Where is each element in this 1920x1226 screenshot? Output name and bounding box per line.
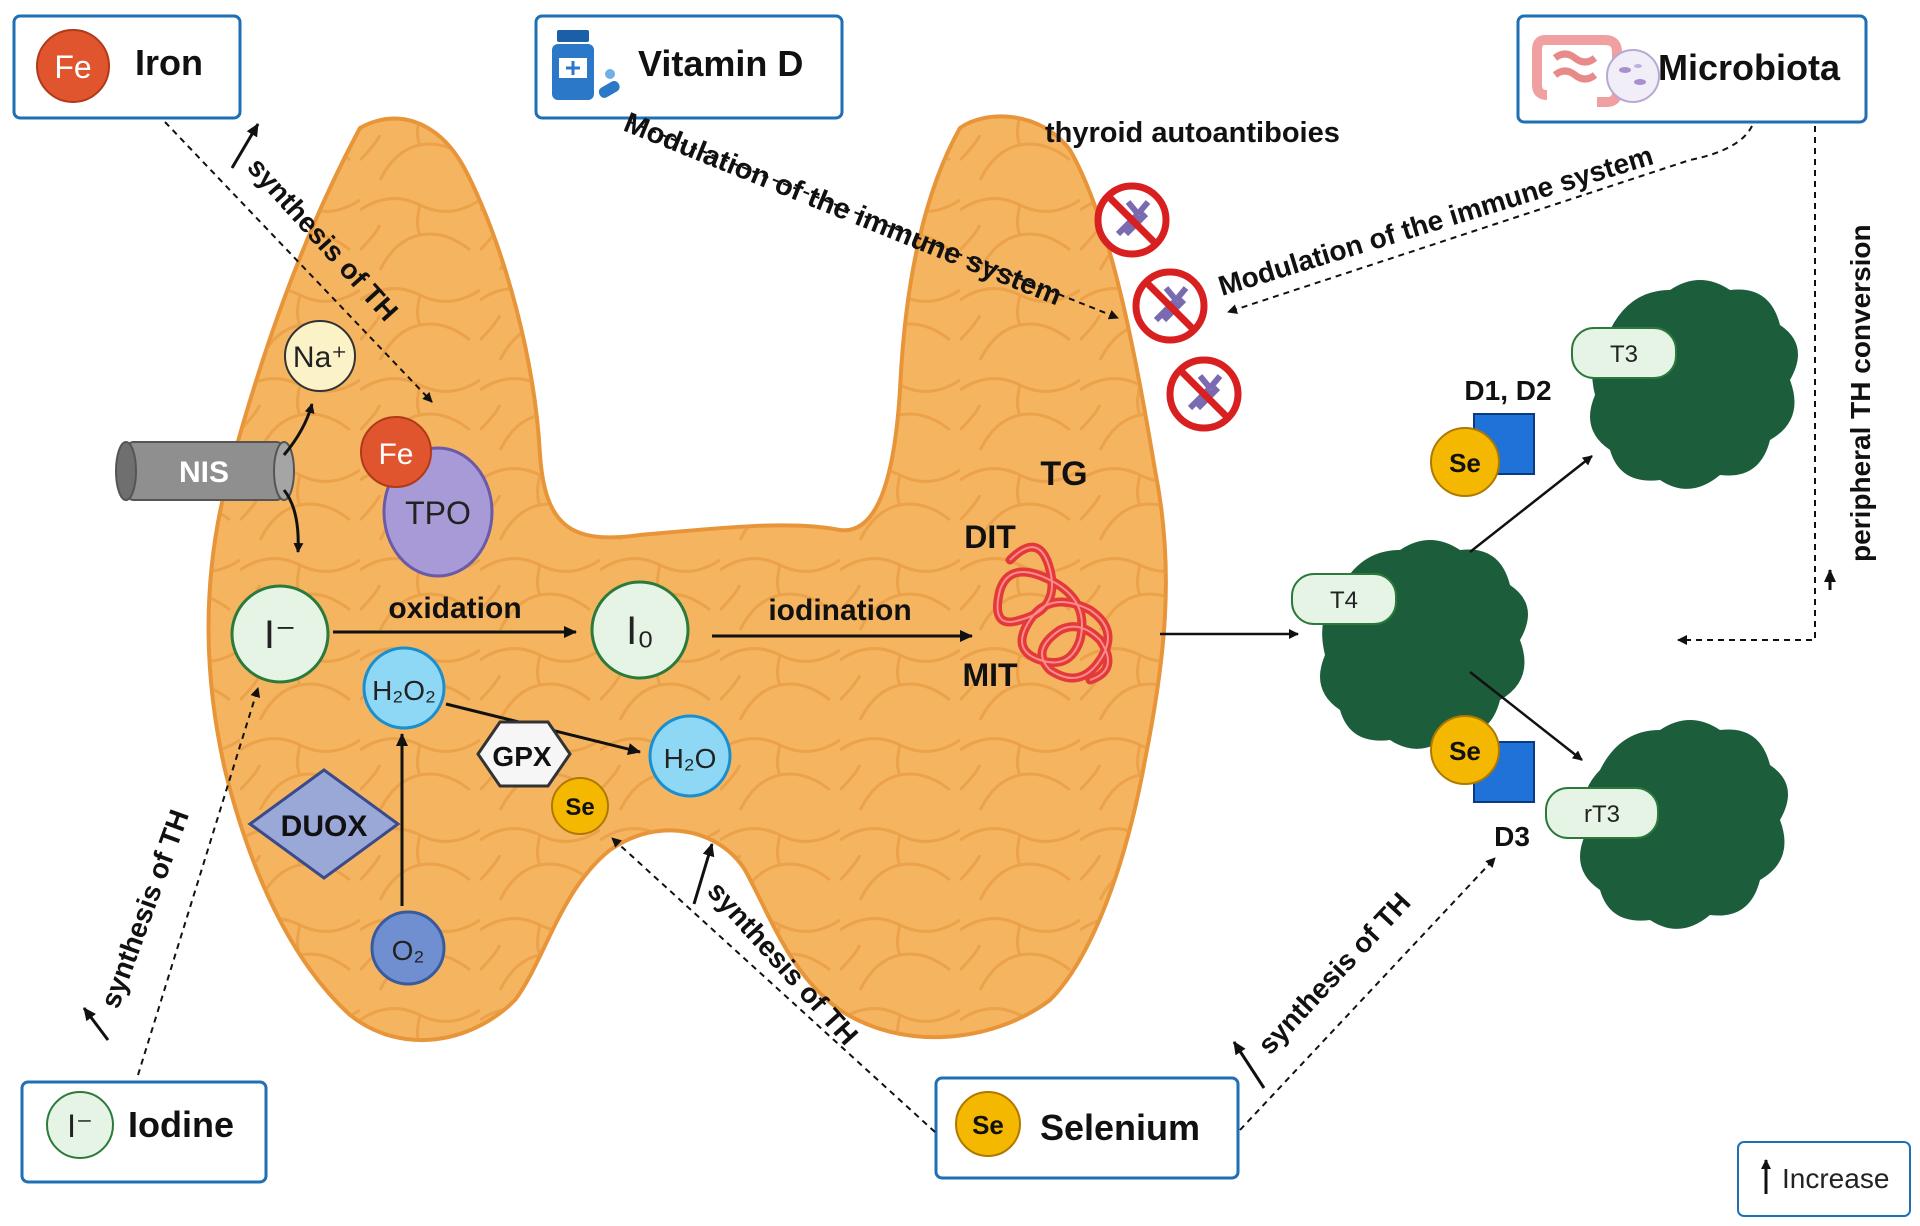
iodine-to-iodide-arrow	[137, 687, 261, 1076]
iodide-icon	[46, 1091, 114, 1159]
h2o-label: H₂O	[664, 743, 717, 774]
h2o-node: H₂O	[648, 714, 732, 798]
selenium-title: Selenium	[1040, 1107, 1200, 1148]
iodine-symbol: I⁻	[67, 1108, 93, 1144]
t3-label: T3	[1610, 341, 1638, 368]
microbiota-title: Microbiota	[1658, 47, 1841, 88]
t3-protein: T3	[1571, 280, 1798, 489]
no-antibody-icon	[1132, 268, 1208, 344]
nis-label: NIS	[179, 456, 229, 489]
iodide-node: I⁻	[230, 584, 330, 684]
tpo-label: TPO	[405, 495, 471, 531]
t4-to-t3-arrow	[1469, 455, 1593, 553]
deiodinase-d1d2: D1, D2 Se	[1430, 375, 1552, 497]
increase-arrows	[82, 123, 1836, 1089]
iron-box: Fe Iron	[12, 14, 242, 120]
o2-label: O₂	[392, 935, 425, 966]
iron-to-tpo-arrow	[164, 121, 433, 403]
modulation-label-microbiota: Modulation of the immune system	[1215, 140, 1657, 302]
selenium-box: Se Selenium	[934, 1076, 1240, 1180]
nis-to-na-arrow	[282, 403, 315, 456]
legend-box: Increase	[1737, 1141, 1911, 1217]
tpo-fe-label: Fe	[378, 438, 413, 471]
nis-to-iodide-arrow	[282, 489, 304, 553]
iodide-label: I⁻	[264, 613, 296, 657]
iodine0-label: I₀	[626, 609, 654, 653]
tpo-enzyme: TPO Fe	[360, 416, 494, 578]
t4-label: T4	[1330, 587, 1358, 614]
microbiota-box: Microbiota	[1516, 14, 1868, 124]
dashed-arrows	[137, 121, 1816, 1133]
dit-label: DIT	[964, 519, 1016, 555]
selenium-to-d3-arrow	[1239, 857, 1496, 1131]
fe-icon	[36, 29, 110, 103]
deiodinase-d3: Se D3	[1430, 715, 1535, 852]
t4-protein: T4	[1291, 540, 1528, 749]
d1d2-se-label: Se	[1449, 448, 1481, 478]
synthesis-label-iodine: synthesis of TH	[95, 806, 195, 1013]
iron-title: Iron	[135, 42, 203, 83]
no-antibody-icon	[1094, 182, 1170, 258]
iron-symbol: Fe	[54, 49, 91, 85]
microbiota-to-t4-arrow	[1677, 126, 1816, 645]
iodine-title: Iodine	[128, 1104, 234, 1145]
o2-node: O₂	[370, 910, 446, 986]
pill-bottle-icon	[552, 30, 620, 100]
thyroglobulin	[993, 542, 1113, 685]
intestine-icon	[1532, 35, 1660, 107]
rt3-protein: rT3	[1545, 720, 1788, 929]
h2o2-node: H₂O₂	[362, 646, 446, 730]
se-icon	[955, 1091, 1021, 1157]
autoantibodies-label: thyroid autoantiboies	[1045, 117, 1340, 149]
vitamin-d-box: Vitamin D	[534, 14, 844, 120]
d3-se-label: Se	[1449, 736, 1481, 766]
synthesis-label-selenium-deio: synthesis of TH	[1252, 886, 1417, 1060]
microbiota-to-antibodies-arrow	[1227, 125, 1753, 314]
d3-label: D3	[1494, 821, 1530, 852]
duox-label: DUOX	[281, 810, 368, 843]
sodium-label: Na⁺	[293, 341, 347, 374]
thyroid-gland	[206, 114, 1168, 1042]
tg-label: TG	[1040, 455, 1087, 493]
vitamin-d-title: Vitamin D	[638, 43, 803, 84]
rt3-label: rT3	[1584, 801, 1620, 828]
no-antibody-icon	[1166, 356, 1242, 432]
nis-channel: NIS	[115, 441, 295, 501]
gpx-enzyme: GPX Se	[476, 720, 609, 835]
iodine0-node: I₀	[590, 580, 690, 680]
legend-text: Increase	[1782, 1163, 1889, 1194]
h2o2-label: H₂O₂	[372, 675, 436, 706]
peripheral-label: peripheral TH conversion	[1845, 224, 1876, 562]
sodium-ion: Na⁺	[284, 320, 356, 392]
oxidation-label: oxidation	[388, 592, 521, 625]
selenium-symbol: Se	[972, 1110, 1004, 1140]
gpx-se-label: Se	[565, 794, 594, 821]
duox-enzyme: DUOX	[247, 768, 401, 880]
selenium-to-gpx-arrow	[611, 837, 936, 1133]
iodination-label: iodination	[768, 594, 911, 627]
mit-label: MIT	[962, 657, 1018, 693]
d1d2-label: D1, D2	[1464, 375, 1551, 406]
iodine-box: I⁻ Iodine	[20, 1080, 268, 1184]
gpx-label: GPX	[492, 741, 551, 772]
t4-to-rt3-arrow	[1469, 671, 1583, 761]
no-antibody-icons	[1094, 182, 1242, 432]
